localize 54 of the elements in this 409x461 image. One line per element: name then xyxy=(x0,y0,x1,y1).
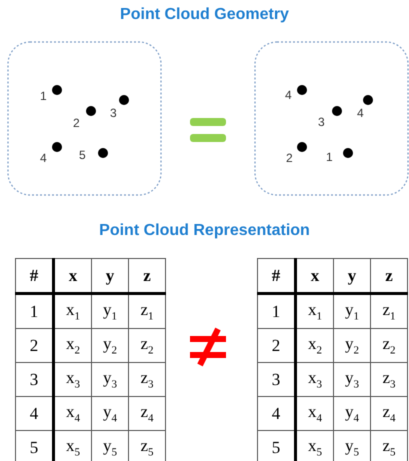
table-cell: z$_{4}$ xyxy=(128,396,166,430)
point-number: 4 xyxy=(285,89,292,101)
point-number: 4 xyxy=(357,107,364,119)
header-cell: x xyxy=(54,258,92,294)
table-cell: y$_{4}$ xyxy=(334,396,370,430)
header-cell: # xyxy=(258,258,296,294)
table-cell: 5 xyxy=(16,430,54,461)
header-cell: z xyxy=(370,258,408,294)
table-cell: 4 xyxy=(258,396,296,430)
table-cell: y$_{3}$ xyxy=(334,362,370,396)
table-cell: z$_{3}$ xyxy=(370,362,408,396)
table-cell: 2 xyxy=(16,328,54,362)
header-cell: y xyxy=(334,258,370,294)
table-cell: y$_{1}$ xyxy=(92,294,128,328)
point-number: 2 xyxy=(286,152,293,164)
point-number: 3 xyxy=(318,116,325,128)
table-cell: z$_{2}$ xyxy=(128,328,166,362)
table-cell: z$_{3}$ xyxy=(128,362,166,396)
table-cell: y$_{4}$ xyxy=(92,396,128,430)
header-cell: # xyxy=(16,258,54,294)
table-cell: z$_{4}$ xyxy=(370,396,408,430)
table-cell: x$_{3}$ xyxy=(296,362,334,396)
table-cell: y$_{1}$ xyxy=(334,294,370,328)
point-number: 4 xyxy=(40,152,47,164)
table-cell: y$_{2}$ xyxy=(334,328,370,362)
table-cell: 4 xyxy=(16,396,54,430)
table-cell: z$_{1}$ xyxy=(370,294,408,328)
diagram-title: Point Cloud Geometry xyxy=(120,6,289,24)
point-number: 1 xyxy=(40,90,47,102)
table-cell: z$_{2}$ xyxy=(370,328,408,362)
table-cell: x$_{1}$ xyxy=(54,294,92,328)
table-cell: y$_{3}$ xyxy=(92,362,128,396)
point-number: 5 xyxy=(79,149,86,161)
table-cell: 1 xyxy=(16,294,54,328)
table-cell: x$_{4}$ xyxy=(296,396,334,430)
point-number: 2 xyxy=(73,117,80,129)
table-cell: 5 xyxy=(258,430,296,461)
table-cell: x$_{2}$ xyxy=(54,328,92,362)
table-cell: 3 xyxy=(16,362,54,396)
header-cell: x xyxy=(296,258,334,294)
table-cell: 1 xyxy=(258,294,296,328)
table-cell: 3 xyxy=(258,362,296,396)
table-cell: x$_{2}$ xyxy=(296,328,334,362)
table-cell: x$_{4}$ xyxy=(54,396,92,430)
table-cell: x$_{3}$ xyxy=(54,362,92,396)
section-heading: Point Cloud Representation xyxy=(99,222,310,240)
table-cell: 2 xyxy=(258,328,296,362)
header-cell: y xyxy=(92,258,128,294)
point-number: 3 xyxy=(110,107,117,119)
point-number: 1 xyxy=(326,151,333,163)
table-cell: x$_{1}$ xyxy=(296,294,334,328)
table-cell: z$_{1}$ xyxy=(128,294,166,328)
table-cell: y$_{2}$ xyxy=(92,328,128,362)
header-cell: z xyxy=(128,258,166,294)
